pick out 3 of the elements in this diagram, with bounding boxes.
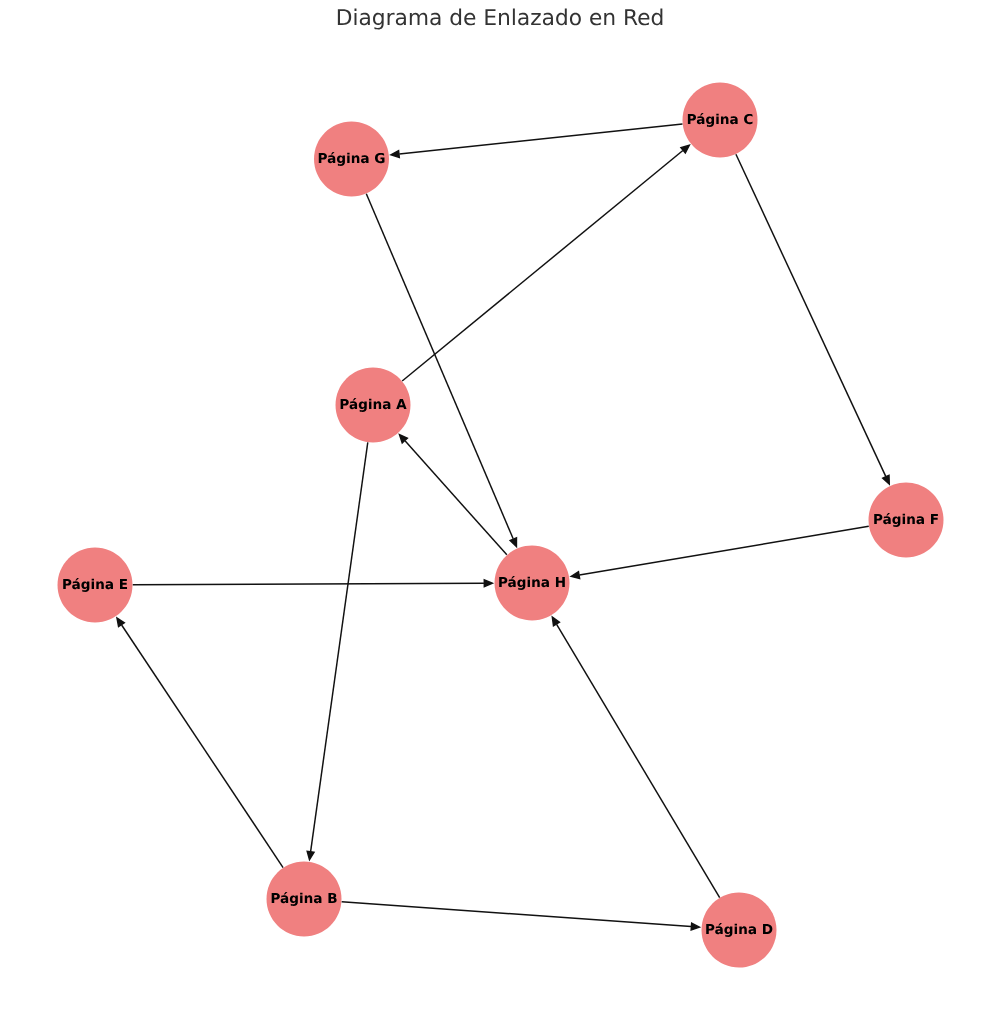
arrow xyxy=(401,144,691,382)
arrow xyxy=(398,433,508,556)
title: Diagrama de Enlazado en Red xyxy=(337,8,663,30)
